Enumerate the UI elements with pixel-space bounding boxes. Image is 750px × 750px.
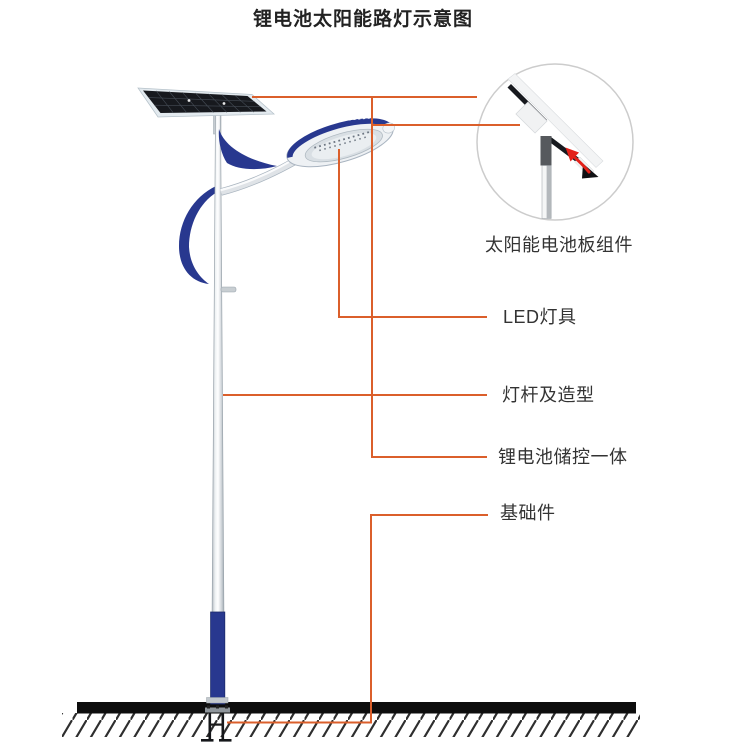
anchor-bolt-2: [216, 705, 219, 709]
inset-pole-highlight: [542, 165, 547, 219]
pole-base-sleeve: [210, 611, 226, 705]
ground-bar: [77, 702, 636, 714]
inset-pole-clamp: [540, 136, 552, 166]
led-lamp-head: [286, 116, 395, 168]
page-title: 锂电池太阳能路灯示意图: [253, 9, 474, 30]
inset-detail-circle: [476, 63, 634, 221]
crescent-ornament: [179, 186, 217, 284]
inset-panel-back: [507, 73, 604, 168]
label-lamp-pole: 灯杆及造型: [502, 385, 595, 405]
inset-pole-shade: [546, 165, 552, 219]
solar-panel: [137, 87, 276, 118]
ground-hatching: [62, 713, 640, 737]
panel-glint-1: [187, 99, 191, 102]
anchor-foot-right: [219, 739, 232, 742]
pole-step-bracket: [220, 286, 237, 293]
panel-glint-2: [222, 102, 226, 105]
ground: [62, 702, 640, 737]
inset-arrow-head: [565, 147, 579, 162]
foundation-anchor: [201, 705, 232, 742]
led-dot-row-2: [319, 135, 369, 152]
lamp-rim-vents: [343, 116, 374, 121]
anchor-plate: [205, 707, 230, 713]
lamp-top-rim: [287, 118, 392, 158]
sail-ornament: [218, 129, 277, 170]
pole-base-collar: [206, 697, 229, 704]
leader-led: [338, 149, 487, 318]
leader-lines: [223, 96, 520, 724]
anchor-leg-right: [221, 713, 225, 740]
anchor-bolt-3: [225, 705, 228, 709]
solar-panel-gridlines: [148, 90, 261, 114]
label-solar-panel-assembly: 太阳能电池板组件: [485, 235, 633, 255]
label-foundation: 基础件: [500, 503, 556, 523]
label-led-lamp: LED灯具: [503, 307, 577, 327]
leader-battery: [371, 97, 487, 458]
leader-foundation: [227, 514, 488, 724]
anchor-foot-left: [201, 739, 214, 742]
anchor-bolt-1: [207, 705, 210, 709]
anchor-leg-left: [208, 713, 212, 740]
inset-mount-bracket: [515, 101, 548, 134]
inset-pole-outline: [541, 165, 552, 219]
anchor-crossbar: [209, 723, 224, 726]
label-lithium-battery: 锂电池储控一体: [498, 447, 628, 467]
street-light: [137, 87, 395, 705]
